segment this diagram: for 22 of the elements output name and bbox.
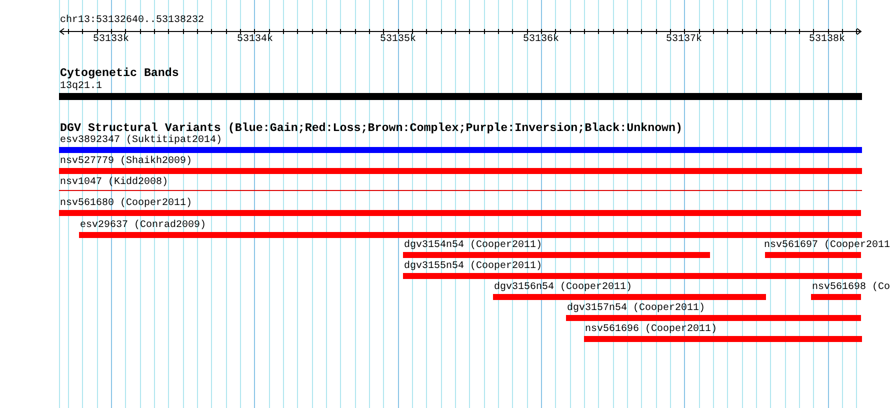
variant-label: esv29637 (Conrad2009) (80, 220, 206, 231)
variant-label: dgv3157n54 (Cooper2011) (567, 303, 706, 314)
track-title: Cytogenetic Bands (60, 67, 179, 79)
variant-label: nsv527779 (Shaikh2009) (60, 156, 192, 167)
tick-label: 53133k (93, 34, 129, 45)
variant-label: dgv3155n54 (Cooper2011) (404, 261, 542, 272)
variant-label: dgv3154n54 (Cooper2011) (404, 240, 542, 251)
variant-label: nsv561698 (Co (812, 282, 890, 293)
tick-label: 53138k (809, 34, 845, 45)
variant-label: esv3892347 (Suktitipat2014) (60, 135, 222, 146)
track-title: DGV Structural Variants (Blue:Gain;Red:Loss;Brown:Complex;Purple:Inversion;Black:Unknown) (60, 122, 683, 134)
variant-label: nsv561680 (Cooper2011) (60, 198, 192, 209)
variant-label: nsv1047 (Kidd2008) (60, 177, 168, 188)
variant-label: dgv3156n54 (Cooper2011) (494, 282, 632, 293)
tick-label: 53134k (237, 34, 273, 45)
variant-label: nsv561697 (Cooper2011 (764, 240, 890, 251)
coordinate-label: chr13:53132640..53138232 (60, 15, 204, 26)
tick-label: 53137k (666, 34, 702, 45)
tick-label: 53135k (380, 34, 416, 45)
variant-label: nsv561696 (Cooper2011) (585, 324, 718, 335)
tick-label: 53136k (523, 34, 559, 45)
band-label: 13q21.1 (60, 81, 102, 92)
